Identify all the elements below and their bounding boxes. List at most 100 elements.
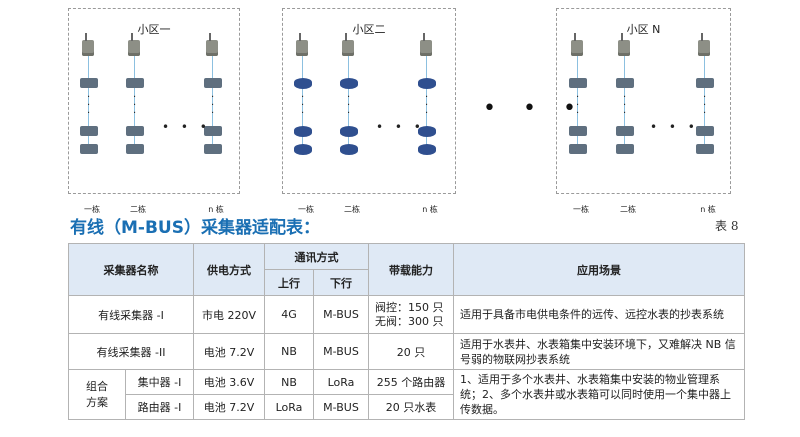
cell-down: M-BUS xyxy=(313,394,369,420)
cell-up: NB xyxy=(264,369,314,395)
building-label: 二栋 xyxy=(620,205,636,214)
cell-scene: 适用于水表井、水表箱集中安装环境下，又难解决 NB 信号弱的物联网抄表系统 xyxy=(453,333,745,370)
cell-down: M-BUS xyxy=(313,295,369,334)
collector-device-icon xyxy=(420,33,432,56)
header-name: 采集器名称 xyxy=(68,243,194,296)
water-meter-icon xyxy=(340,78,358,89)
water-meter-icon xyxy=(126,78,144,88)
header-up: 上行 xyxy=(264,269,314,296)
water-meter-icon xyxy=(616,144,634,154)
building-column: ··· n 栋 xyxy=(688,33,728,214)
cell-down: LoRa xyxy=(313,369,369,395)
vertical-dots: ··· xyxy=(133,92,137,119)
table-title: 有线（M-BUS）采集器适配表： xyxy=(70,218,320,238)
ellipsis-dots: • • • xyxy=(483,96,586,121)
cell-capacity: 20 只 xyxy=(368,333,454,370)
building-column: ··· n 栋 xyxy=(410,33,450,214)
bus-line xyxy=(624,56,625,154)
header-capacity: 带载能力 xyxy=(368,243,454,296)
collector-device-icon xyxy=(618,33,630,56)
zone-panel-3: 小区 N xyxy=(556,8,731,194)
building-label: 二栋 xyxy=(130,205,146,214)
capacity-line: 阀控：150 只 xyxy=(375,300,444,314)
building-label: 二栋 xyxy=(344,205,360,214)
zone-title: 小区二 xyxy=(352,23,386,36)
vertical-dots: ··· xyxy=(301,92,305,119)
building-column: ··· 一栋 xyxy=(72,33,112,214)
collector-device-icon xyxy=(698,33,710,56)
building-column: ···一栋 xyxy=(286,33,326,214)
bus-line xyxy=(88,56,89,154)
vertical-dots: ··· xyxy=(576,92,580,119)
building-column: ··· 二栋 xyxy=(118,33,158,214)
bus-line xyxy=(302,56,303,154)
cell-capacity: 255 个路由器 xyxy=(368,369,454,395)
table-row: 有线采集器 -II 电池 7.2V NB M-BUS 20 只 适用于水表井、水… xyxy=(68,333,745,370)
water-meter-icon xyxy=(126,144,144,154)
water-meter-icon xyxy=(80,126,98,136)
water-meter-icon xyxy=(418,78,436,89)
water-meter-icon xyxy=(616,78,634,88)
collector-device-icon xyxy=(296,33,308,56)
group-label-line: 方案 xyxy=(86,395,108,409)
bus-line xyxy=(577,56,578,154)
building-column: ··· 一栋 xyxy=(561,33,601,214)
more-buildings-dots: • • • xyxy=(162,120,211,134)
cell-down: M-BUS xyxy=(313,333,369,370)
table-row: 路由器 -I 电池 7.2V LoRa M-BUS 20 只水表 xyxy=(69,394,745,420)
water-meter-icon xyxy=(569,126,587,136)
header-down: 下行 xyxy=(313,269,369,296)
cell-scene: 1、适用于多个水表井、水表箱集中安装的物业管理系统；2、多个水表井或水表箱可以同… xyxy=(453,369,745,420)
bus-line xyxy=(348,56,349,154)
cell-group-label: 组合 方案 xyxy=(68,369,126,420)
water-meter-icon xyxy=(294,126,312,137)
header-power: 供电方式 xyxy=(193,243,265,296)
water-meter-icon xyxy=(569,144,587,154)
table-row: 组合 方案 集中器 -I 电池 3.6V NB LoRa 255 个路由器 1、… xyxy=(68,369,745,420)
water-meter-icon xyxy=(204,78,222,88)
collector-device-icon xyxy=(206,33,218,56)
zone-title: 小区 N xyxy=(626,23,661,36)
building-label: n 栋 xyxy=(422,205,438,214)
collector-device-icon xyxy=(571,33,583,56)
capacity-line: 无阀：300 只 xyxy=(375,314,444,328)
water-meter-icon xyxy=(696,78,714,88)
collector-device-icon xyxy=(128,33,140,56)
building-column: ··· 二栋 xyxy=(332,33,372,214)
water-meter-icon xyxy=(126,126,144,136)
water-meter-icon xyxy=(616,126,634,136)
collector-table: 采集器名称 供电方式 通讯方式 带载能力 应用场景 上行 下行 有线采集器 -I… xyxy=(68,243,745,420)
cell-name: 路由器 -I xyxy=(125,394,194,420)
water-meter-icon xyxy=(80,78,98,88)
cell-name: 有线采集器 -II xyxy=(68,333,194,370)
water-meter-icon xyxy=(340,126,358,137)
building-label: 一栋 xyxy=(573,205,589,214)
vertical-dots: ··· xyxy=(87,92,91,119)
vertical-dots: ··· xyxy=(703,92,707,119)
building-label: 一栋 xyxy=(84,205,100,214)
table-row: 有线采集器 -I 市电 220V 4G M-BUS 阀控：150 只 无阀：30… xyxy=(68,295,745,334)
cell-up: 4G xyxy=(264,295,314,334)
zone-title: 小区一 xyxy=(137,23,171,36)
water-meter-icon xyxy=(418,126,436,137)
water-meter-icon xyxy=(340,144,358,155)
water-meter-icon xyxy=(80,144,98,154)
water-meter-icon xyxy=(418,144,436,155)
cell-capacity: 20 只水表 xyxy=(368,394,454,420)
building-label: n 栋 xyxy=(700,205,716,214)
building-label: n 栋 xyxy=(208,205,224,214)
cell-up: NB xyxy=(264,333,314,370)
cell-name: 集中器 -I xyxy=(125,369,194,395)
cell-power: 电池 7.2V xyxy=(193,333,265,370)
bus-line xyxy=(134,56,135,154)
water-meter-icon xyxy=(569,78,587,88)
water-meter-icon xyxy=(204,126,222,136)
water-meter-icon xyxy=(294,144,312,155)
cell-scene: 适用于具备市电供电条件的远传、远控水表的抄表系统 xyxy=(453,295,745,334)
cell-name: 有线采集器 -I xyxy=(68,295,194,334)
collector-device-icon xyxy=(82,33,94,56)
cell-capacity: 阀控：150 只 无阀：300 只 xyxy=(368,295,454,334)
vertical-dots: ··· xyxy=(425,92,429,119)
vertical-dots: ··· xyxy=(347,92,351,119)
table-number: 表 8 xyxy=(715,219,739,233)
